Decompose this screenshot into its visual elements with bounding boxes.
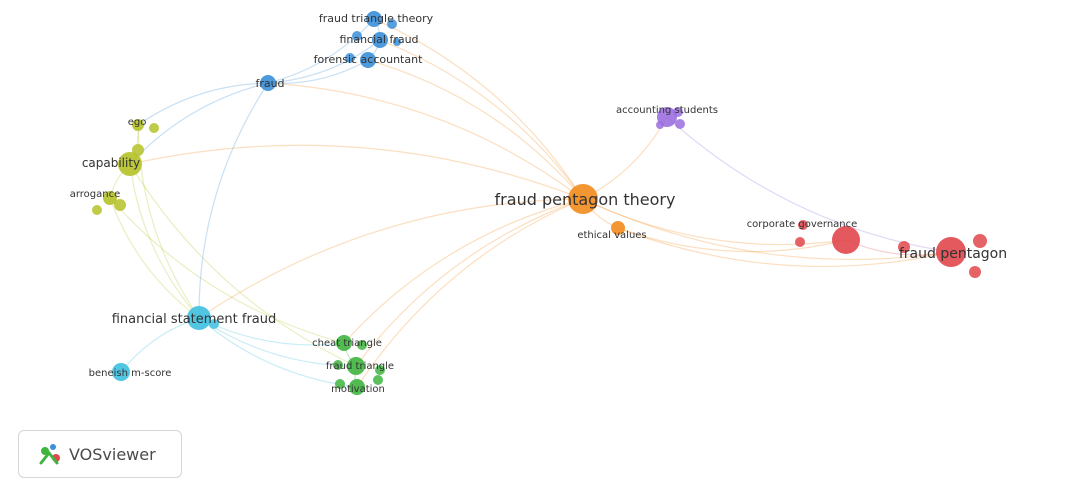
network-edge [267,39,381,84]
nodes-layer [92,11,987,395]
network-edge [109,197,200,319]
network-node-minor[interactable] [969,266,981,278]
network-edge [666,116,952,253]
network-node-minor[interactable] [393,38,401,46]
network-node-minor[interactable] [335,379,345,389]
network-node-fa[interactable] [360,52,376,68]
network-node-minor[interactable] [92,205,102,215]
network-edge [267,59,369,84]
network-edge [137,82,269,126]
network-node-fsf[interactable] [187,306,211,330]
network-edge [198,198,584,319]
node-label-cap: capability [82,156,140,170]
network-node-mot[interactable] [349,379,365,395]
network-edge [582,198,847,246]
network-node-ftt[interactable] [366,11,382,27]
network-edge [356,198,584,388]
network-edge [129,163,200,319]
node-label-bms: beneish m-score [89,368,172,379]
network-node-cap[interactable] [118,152,142,176]
node-label-fa: forensic accountant [314,53,423,66]
node-label-ff: financial fraud [339,33,418,46]
node-label-ct: cheat triangle [312,338,382,349]
network-edge [267,18,375,84]
network-edge [109,197,345,344]
network-node-minor[interactable] [973,234,987,248]
brand-name: VOSviewer [69,444,156,464]
network-edge [379,39,584,200]
labels-layer: fraud pentagon theory ethical values fraud… [70,12,1007,395]
node-label-cg: corporate governance [747,219,858,230]
node-label-ev: ethical values [577,230,646,241]
network-node-minor[interactable] [114,199,126,211]
network-node-minor[interactable] [387,19,397,29]
node-label-ftr: fraud triangle [326,361,394,372]
network-edge [343,198,584,344]
network-edge [582,116,668,200]
network-node-minor[interactable] [333,360,343,370]
node-label-fsf: financial statement fraud [112,312,277,327]
network-node-fraud[interactable] [260,75,276,91]
network-node-minor[interactable] [375,365,385,375]
network-node-minor[interactable] [132,144,144,156]
vosviewer-badge: VOSviewer [18,430,182,478]
network-edge [355,198,584,367]
network-edge [198,82,269,319]
network-node-minor[interactable] [352,31,362,41]
network-node-minor[interactable] [798,220,808,230]
network-edge [267,82,584,200]
network-node-bms[interactable] [112,363,130,381]
network-edge [129,163,357,367]
network-node-ego[interactable] [132,119,144,131]
network-edge [617,227,847,253]
network-node-minor[interactable] [675,119,685,129]
network-node-minor[interactable] [357,340,367,350]
node-label-fpt: fraud pentagon theory [495,190,676,209]
network-node-ev[interactable] [611,221,625,235]
network-node-minor[interactable] [345,53,355,63]
network-edge [617,227,952,268]
network-node-minor[interactable] [898,241,910,253]
node-label-fraud: fraud [255,77,284,90]
network-node-fp[interactable] [936,237,966,267]
network-edge [367,59,584,200]
network-node-ct[interactable] [336,335,352,351]
node-label-fp: fraud pentagon [899,246,1007,262]
network-node-fpt[interactable] [568,184,598,214]
network-node-ff[interactable] [372,32,388,48]
network-edge [373,18,584,200]
network-node-minor[interactable] [149,123,159,133]
node-label-ftt: fraud triangle theory [319,12,434,25]
network-node-minor[interactable] [373,375,383,385]
network-node-minor[interactable] [209,319,219,329]
network-edge [582,198,952,261]
network-edge [137,124,200,319]
node-label-arr: arrogance [70,189,121,200]
node-label-mot: motivation [331,384,385,395]
node-label-as: accounting students [616,105,718,116]
vosviewer-logo-icon [39,444,60,465]
network-node-arr[interactable] [103,191,117,205]
network-node-as[interactable] [657,107,677,127]
network-node-cg[interactable] [832,226,860,254]
network-node-ftr[interactable] [347,357,365,375]
network-node-minor[interactable] [795,237,805,247]
node-label-ego: ego [128,117,147,128]
network-edge [129,144,584,200]
